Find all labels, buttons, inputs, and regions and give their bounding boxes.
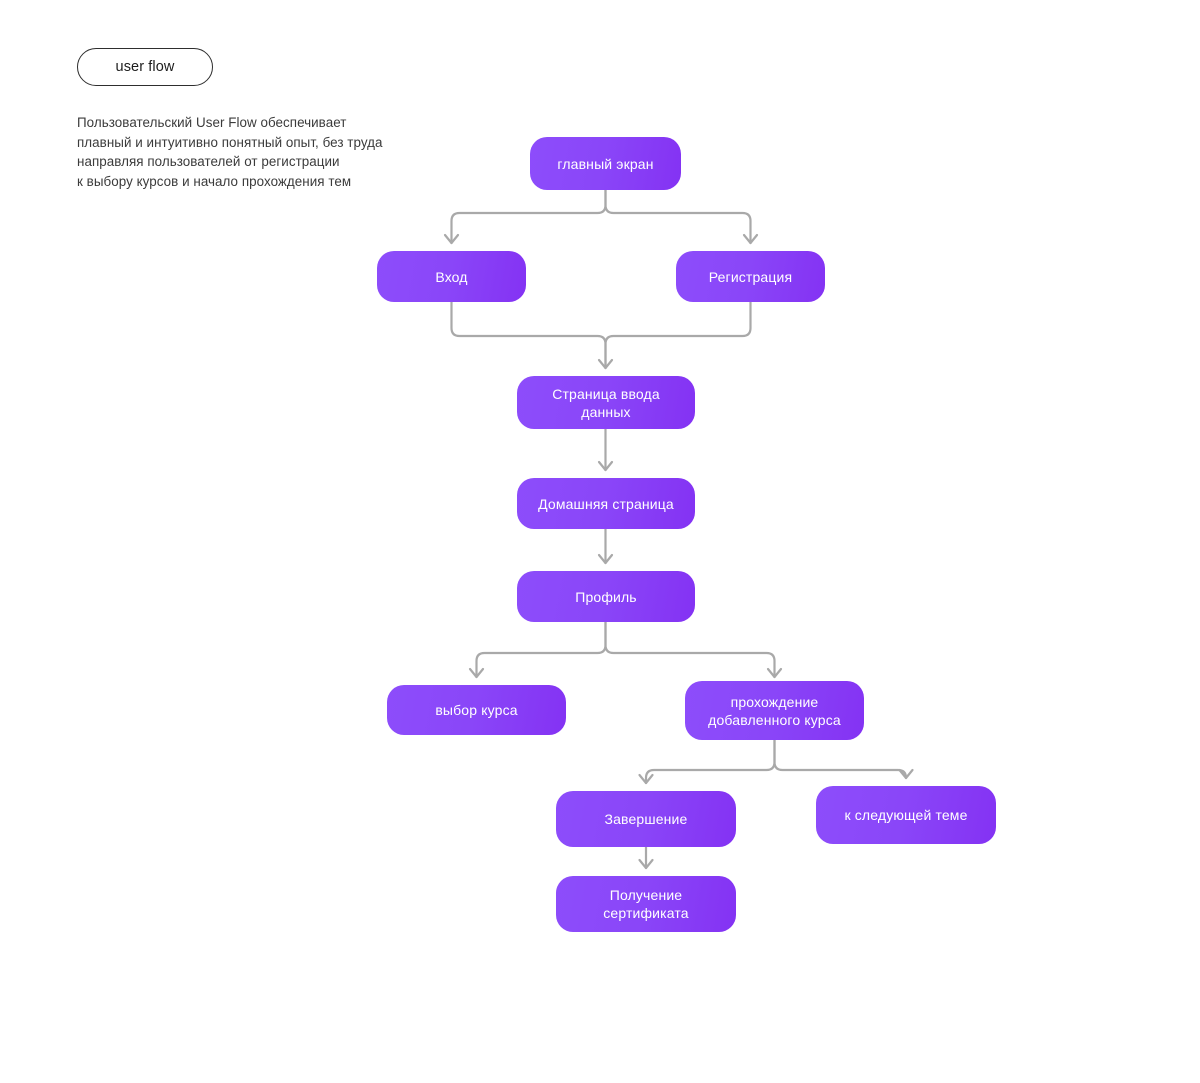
flow-description: Пользовательский User Flow обеспечивает … — [77, 115, 383, 189]
flow-node-label: главный экран — [557, 155, 654, 172]
flow-node-registration[interactable]: Регистрация — [676, 251, 825, 302]
flow-node-course-progress[interactable]: прохождение добавленного курса — [685, 681, 864, 740]
flow-node-data-entry-page[interactable]: Страница ввода данных — [517, 376, 695, 429]
flow-node-course-choice[interactable]: выбор курса — [387, 685, 566, 735]
flow-node-label: Профиль — [575, 588, 637, 605]
flow-node-label: Страница ввода данных — [552, 385, 660, 420]
flow-node-certificate[interactable]: Получение сертификата — [556, 876, 736, 932]
flow-node-label: выбор курса — [435, 702, 518, 718]
flow-node-completion[interactable]: Завершение — [556, 791, 736, 847]
flow-node-login[interactable]: Вход — [377, 251, 526, 302]
user-flow-tag-label: user flow — [115, 58, 175, 75]
flow-node-label: Завершение — [604, 811, 688, 827]
flow-node-label: Домашняя страница — [538, 495, 674, 512]
flow-node-label: Получение сертификата — [603, 887, 689, 921]
flow-node-home-page[interactable]: Домашняя страница — [517, 478, 695, 529]
flow-node-label: к следующей теме — [844, 807, 968, 823]
flow-node-next-topic[interactable]: к следующей теме — [816, 786, 996, 844]
flow-node-main-screen[interactable]: главный экран — [530, 137, 681, 190]
flow-node-label: прохождение добавленного курса — [708, 693, 841, 728]
flow-node-label: Регистрация — [708, 268, 793, 285]
flow-node-profile[interactable]: Профиль — [517, 571, 695, 622]
user-flow-tag[interactable]: user flow — [77, 48, 213, 86]
flow-node-label: Вход — [435, 268, 468, 285]
